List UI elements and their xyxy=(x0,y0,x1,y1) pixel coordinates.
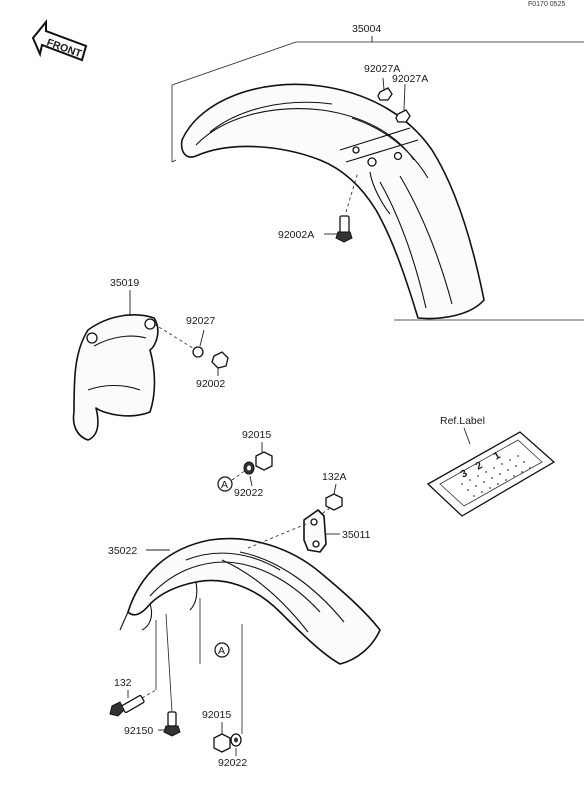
part-label-92027A-1: 92027A xyxy=(364,63,400,75)
ref-label-digit-2: 2 xyxy=(474,459,485,472)
front-arrow-icon: FRONT xyxy=(31,19,88,62)
bolt-92002 xyxy=(211,351,229,376)
corner-code: F0170 0525 xyxy=(528,1,565,8)
nut-92015-bottom xyxy=(213,722,231,753)
callout-a-bottom-label: A xyxy=(218,645,225,657)
ref-label-title: Ref.Label xyxy=(440,415,485,427)
part-label-35004: 35004 xyxy=(352,23,381,35)
front-fender-35004 xyxy=(171,36,584,321)
part-label-132A: 132A xyxy=(322,471,347,483)
part-label-92002: 92002 xyxy=(196,378,225,390)
collar-92027 xyxy=(153,323,205,358)
washer-92022-top xyxy=(231,461,255,487)
nut-92027A-2 xyxy=(395,83,411,123)
ref-label-digit-1: 3 xyxy=(459,467,470,480)
part-label-92015-bottom: 92015 xyxy=(202,709,231,721)
bracket-35011 xyxy=(303,509,340,553)
callout-a-top-label: A xyxy=(221,479,228,491)
part-label-92015-top: 92015 xyxy=(242,429,271,441)
ref-label-digit-3: 1 xyxy=(492,449,503,462)
part-label-92027A-2: 92027A xyxy=(392,73,428,85)
callout-a-bottom: A xyxy=(214,642,230,658)
callout-a-top: A xyxy=(217,476,233,492)
part-label-92022-top: 92022 xyxy=(234,487,263,499)
part-label-132: 132 xyxy=(114,677,132,689)
bolt-92002A xyxy=(324,171,359,243)
washer-92022-bottom xyxy=(230,733,242,756)
part-label-92150: 92150 xyxy=(124,725,153,737)
part-label-92022-bottom: 92022 xyxy=(218,757,247,769)
bolt-132 xyxy=(109,689,157,717)
part-label-92002A: 92002A xyxy=(278,229,314,241)
part-label-92027: 92027 xyxy=(186,315,215,327)
nut-92015-top xyxy=(255,442,273,471)
rear-fender-35022 xyxy=(119,523,381,665)
bolt-132A xyxy=(315,483,343,519)
part-label-35019: 35019 xyxy=(110,277,139,289)
number-plate-35019 xyxy=(72,290,159,441)
bolt-92150 xyxy=(158,711,181,737)
nut-92027A-1 xyxy=(377,77,393,101)
part-label-35011: 35011 xyxy=(342,529,371,541)
ref-label: 3 2 1 xyxy=(426,427,556,517)
part-label-35022: 35022 xyxy=(108,545,137,557)
